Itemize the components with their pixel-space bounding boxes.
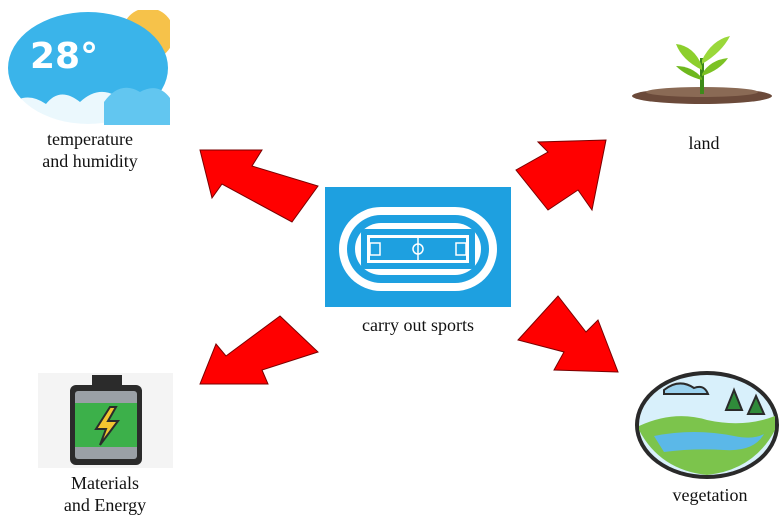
land-label: land — [688, 133, 720, 153]
sprout-icon — [630, 30, 775, 110]
arrow-to-vegetation — [517, 295, 619, 373]
temperature-value: 28° — [30, 36, 99, 77]
vegetation-label: vegetation — [672, 485, 748, 505]
weather-icon — [8, 10, 170, 125]
arrow-to-land — [515, 139, 607, 212]
arrow-to-materials — [199, 315, 319, 385]
temperature-label: temperature and humidity — [42, 129, 138, 171]
stadium-icon — [325, 187, 511, 307]
materials-label: Materials and Energy — [63, 473, 147, 515]
arrow-to-temperature — [199, 149, 319, 223]
landscape-icon — [634, 370, 780, 480]
center-label: carry out sports — [362, 315, 474, 335]
battery-icon — [38, 373, 173, 468]
